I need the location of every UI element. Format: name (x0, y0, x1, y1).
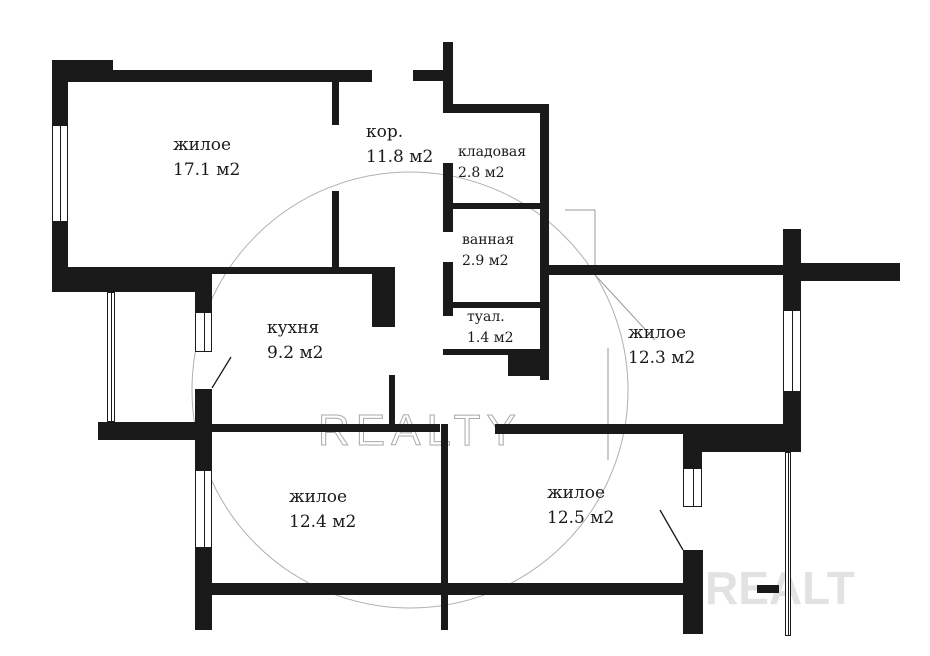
room-name: жилое (628, 323, 687, 343)
wall (443, 262, 453, 316)
wall (757, 585, 779, 593)
wall (372, 267, 395, 327)
room-label-bathroom: ванная 2.9 м2 (462, 230, 514, 272)
wall (113, 70, 372, 82)
room-area: 12.5 м2 (547, 508, 615, 528)
watermark-circle (191, 171, 629, 609)
room-label-living-1: жилое 17.1 м2 (173, 133, 240, 183)
wall (443, 42, 453, 113)
wall (508, 349, 540, 376)
watermark-realt: REALT (705, 562, 855, 614)
room-name: жилое (173, 135, 232, 155)
wall (212, 267, 395, 274)
room-name: ванная (462, 232, 515, 248)
room-area: 12.4 м2 (289, 512, 357, 532)
wall (389, 375, 395, 427)
balcony-rail (785, 452, 791, 636)
room-area: 2.9 м2 (462, 253, 509, 269)
wall (212, 424, 440, 432)
room-name: жилое (289, 487, 348, 507)
room-name: туал. (467, 309, 505, 325)
room-label-living-3: жилое 12.4 м2 (289, 485, 356, 535)
room-name: кухня (267, 318, 320, 338)
room-area: 9.2 м2 (267, 343, 324, 363)
wall (453, 302, 540, 308)
wall (443, 104, 548, 113)
wall (548, 265, 783, 275)
room-label-toilet: туал. 1.4 м2 (467, 307, 514, 349)
wall (683, 424, 801, 452)
room-name: кладовая (458, 144, 527, 160)
wall (453, 203, 548, 209)
room-area: 11.8 м2 (366, 147, 434, 167)
room-label-storage: кладовая 2.8 м2 (458, 142, 526, 184)
window (195, 470, 212, 548)
wall (443, 349, 540, 355)
room-label-corridor: кор. 11.8 м2 (366, 120, 433, 170)
room-area: 2.8 м2 (458, 165, 505, 181)
wall (495, 424, 700, 434)
room-area: 17.1 м2 (173, 160, 241, 180)
room-name: жилое (547, 483, 606, 503)
window (683, 468, 702, 507)
door-swing-kitchen (211, 356, 232, 389)
room-label-kitchen: кухня 9.2 м2 (267, 316, 323, 366)
wall (52, 267, 212, 292)
room-label-living-4: жилое 12.5 м2 (547, 481, 614, 531)
wall (801, 263, 900, 281)
room-name: кор. (366, 122, 404, 142)
wall (443, 163, 453, 232)
window (783, 310, 801, 392)
room-label-living-2: жилое 12.3 м2 (628, 321, 695, 371)
wall (783, 229, 801, 310)
wall (98, 422, 212, 440)
balcony-rail (107, 292, 115, 422)
wall (413, 70, 453, 81)
window (195, 312, 212, 352)
watermark-stroke (594, 274, 656, 341)
wall (332, 82, 339, 125)
window (52, 125, 68, 222)
wall (195, 273, 212, 312)
wall (540, 104, 549, 380)
door-swing-balcony (659, 509, 684, 551)
wall (52, 60, 68, 125)
room-area: 12.3 м2 (628, 348, 696, 368)
wall (683, 550, 703, 634)
wall (195, 548, 212, 630)
wall (332, 191, 339, 267)
room-area: 1.4 м2 (467, 330, 514, 346)
wall (683, 452, 702, 468)
wall (441, 424, 448, 630)
